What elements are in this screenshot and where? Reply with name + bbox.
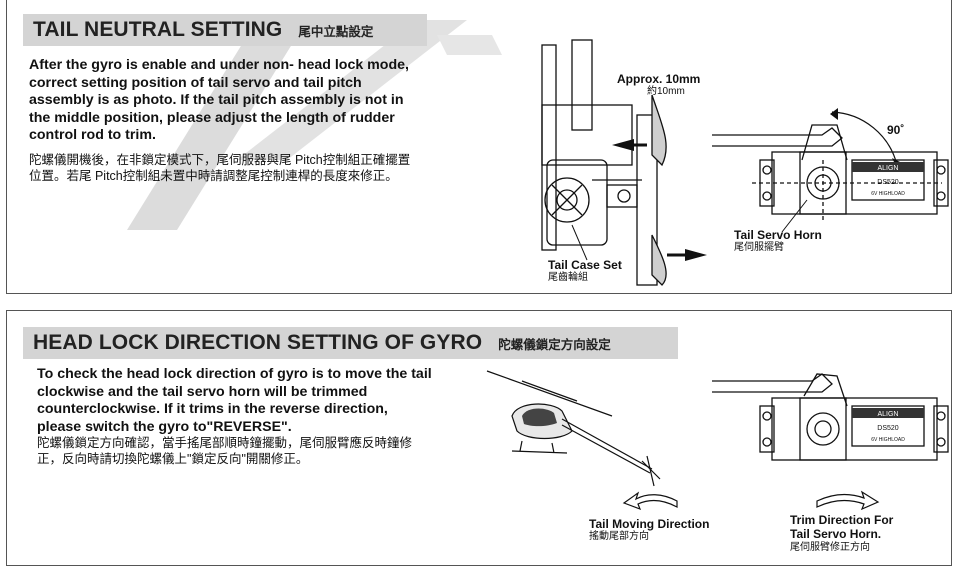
tail-neutral-text-zh: 陀螺儀開機後，在非鎖定模式下，尾伺服器與尾 Pitch控制組正確擺置 位置。若尾… (29, 153, 411, 183)
approx-label-en: Approx. 10mm (617, 72, 701, 86)
servo-horn-label-en: Tail Servo Horn (734, 228, 822, 242)
servo-model: DS520 (877, 179, 899, 186)
page-title: TAIL NEUTRAL SETTING (33, 18, 283, 41)
servo2-spec: 6V HIGHLOAD (871, 437, 905, 443)
tail-servo-illustration: ALIGN DS520 6V HIGHLOAD (712, 108, 949, 233)
trim-direction-arrow-icon (816, 490, 880, 511)
servo-horn-label-zh: 尾伺服擺臂 (734, 242, 784, 253)
section-title-zh: 陀螺儀鎖定方向設定 (498, 337, 611, 352)
tail-neutral-panel: TAIL NEUTRAL SETTING 尾中立點設定 After the gy… (6, 0, 952, 294)
tail-move-arrow-icon (622, 491, 678, 511)
head-lock-text-zh: 陀螺儀鎖定方向確認，當手搖尾部順時鐘擺動，尾伺服臂應反時鐘修 正，反向時請切換陀… (37, 436, 413, 466)
head-lock-servo-illustration: ALIGN DS520 6V HIGHLOAD (712, 373, 949, 461)
section-title: HEAD LOCK DIRECTION SETTING OF GYRO (33, 331, 483, 354)
servo2-brand: ALIGN (877, 411, 898, 418)
tail-neutral-text-en: After the gyro is enable and under non- … (29, 57, 409, 144)
servo2-model: DS520 (877, 425, 899, 432)
angle-label: 90˚ (887, 123, 905, 137)
page-title-zh: 尾中立點設定 (298, 24, 374, 39)
tail-move-label-zh: 搖動尾部方向 (589, 531, 649, 542)
tail-case-label-zh: 尾齒輪組 (548, 272, 588, 283)
trim-label-en-2: Tail Servo Horn. (790, 527, 882, 541)
head-lock-header: HEAD LOCK DIRECTION SETTING OF GYRO 陀螺儀鎖… (23, 327, 678, 359)
tail-case-illustration (541, 39, 707, 286)
tail-neutral-header: TAIL NEUTRAL SETTING 尾中立點設定 (23, 14, 427, 46)
tail-move-label-en: Tail Moving Direction (589, 517, 710, 531)
tail-case-label-en: Tail Case Set (548, 258, 622, 272)
servo-brand: ALIGN (877, 165, 898, 172)
approx-label-zh: 約10mm (647, 86, 685, 97)
trim-label-zh: 尾伺服臂修正方向 (790, 542, 870, 553)
servo-spec: 6V HIGHLOAD (871, 191, 905, 197)
head-lock-panel: HEAD LOCK DIRECTION SETTING OF GYRO 陀螺儀鎖… (6, 310, 952, 566)
helicopter-illustration (486, 370, 661, 487)
head-lock-text-en: To check the head lock direction of gyro… (37, 366, 432, 435)
trim-label-en-1: Trim Direction For (790, 513, 894, 527)
